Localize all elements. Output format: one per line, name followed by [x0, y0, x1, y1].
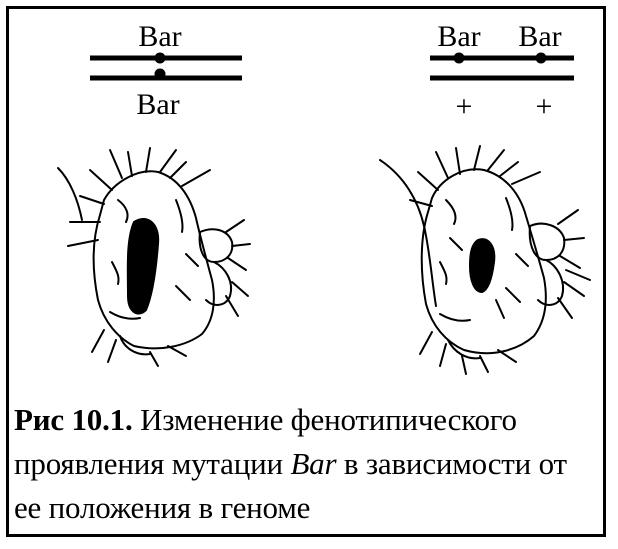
- left-bottom-locus: [155, 69, 166, 80]
- caption-gene-name: Bar: [290, 446, 336, 481]
- left-chromosome-pair: Bar Bar: [90, 20, 242, 121]
- figure-label: Рис 10.1.: [14, 402, 133, 437]
- right-top-label-1: Bar: [437, 20, 480, 53]
- right-top-label-2: Bar: [518, 20, 561, 53]
- right-bottom-label-1: +: [456, 90, 473, 123]
- right-bottom-label-2: +: [536, 90, 553, 123]
- right-chromosome-pair: Bar Bar + +: [430, 20, 574, 123]
- left-top-label: Bar: [138, 20, 181, 53]
- left-fly-head-illustration: [58, 148, 250, 366]
- right-locus-2: [536, 53, 547, 64]
- left-top-locus: [155, 53, 166, 64]
- right-fly-head-illustration: [380, 146, 590, 374]
- left-bottom-label: Bar: [136, 88, 179, 121]
- figure-caption: Рис 10.1. Изменение фенотипического проя…: [14, 398, 598, 530]
- right-locus-1: [454, 53, 465, 64]
